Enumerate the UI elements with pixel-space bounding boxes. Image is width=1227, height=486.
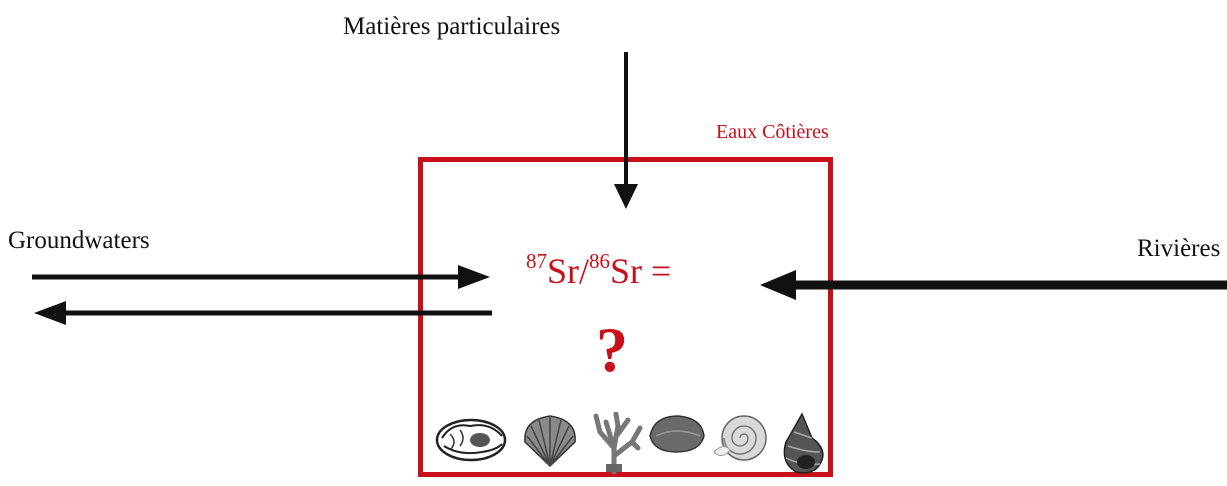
coastal-waters-label: Eaux Côtières: [716, 121, 829, 143]
groundwater-outflow-arrow: [34, 301, 492, 325]
coral-icon: [593, 412, 643, 474]
isotope-86-mass: 86: [589, 249, 611, 273]
isotope-86-element: Sr: [610, 251, 643, 291]
isotope-87-element: Sr: [547, 251, 580, 291]
particulate-matter-label: Matières particulaires: [343, 13, 561, 40]
snail-shell-icon: [783, 412, 824, 474]
strontium-ratio-formula: 87Sr/86Sr =: [526, 251, 672, 291]
isotope-87-mass: 87: [526, 249, 547, 273]
groundwater-inflow-arrow: [32, 265, 490, 289]
ratio-separator: /: [579, 251, 590, 291]
question-mark: ?: [596, 314, 628, 385]
equals-sign: =: [642, 251, 672, 291]
nautilus-icon: [713, 415, 767, 461]
river-input-arrow: [760, 270, 1227, 300]
groundwaters-label: Groundwaters: [8, 227, 150, 254]
particulate-input-arrow: [614, 52, 638, 209]
clam-shell-icon: [649, 415, 705, 453]
oyster-icon: [435, 418, 507, 462]
cockle-shell-icon: [524, 415, 576, 468]
rivers-label: Rivières: [1137, 235, 1221, 262]
